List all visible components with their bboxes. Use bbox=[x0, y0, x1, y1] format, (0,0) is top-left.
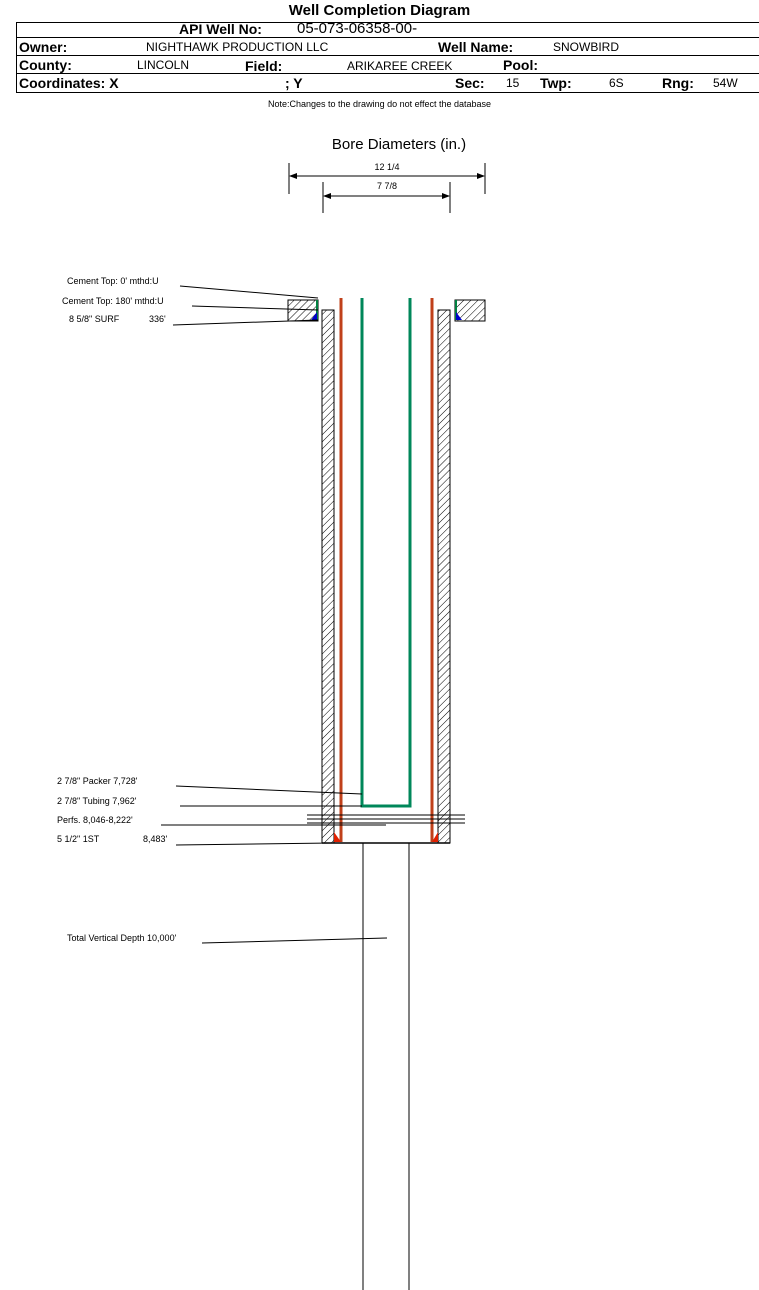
leader-production-casing bbox=[175, 842, 333, 846]
pool-label: Pool: bbox=[503, 57, 538, 73]
tubing-string bbox=[360, 298, 412, 808]
y-label: ; Y bbox=[285, 75, 303, 91]
surface-cement-fill-left bbox=[311, 312, 317, 320]
sec-value: 15 bbox=[506, 76, 520, 90]
owner-label: Owner: bbox=[19, 39, 68, 55]
leader-total-depth bbox=[201, 937, 388, 944]
api-value: 05-073-06358-00- bbox=[297, 20, 418, 37]
surface-cement-fill-right bbox=[456, 312, 462, 320]
leader-cement-top-0 bbox=[179, 285, 319, 299]
production-cement-fill-left bbox=[334, 832, 341, 842]
perforations-label: Perfs. 8,046-8,222' bbox=[57, 815, 133, 825]
bore-title: Bore Diameters (in.) bbox=[332, 136, 466, 153]
total-depth-label: Total Vertical Depth 10,000' bbox=[67, 933, 177, 943]
bore-inner-value: 7 7/8 bbox=[377, 181, 397, 191]
bore-outer-arrow-left bbox=[289, 173, 297, 179]
field-value: ARIKAREE CREEK bbox=[347, 59, 453, 73]
bore-inner-arrow-right bbox=[442, 193, 450, 199]
county-label: County: bbox=[19, 57, 72, 73]
header-row-owner: Owner: NIGHTHAWK PRODUCTION LLC Well Nam… bbox=[16, 37, 759, 56]
tubing-label: 2 7/8" Tubing 7,962' bbox=[57, 796, 137, 806]
field-label: Field: bbox=[245, 58, 283, 74]
leader-packer bbox=[175, 785, 363, 795]
leader-surface-casing bbox=[172, 319, 319, 326]
surface-casing-label: 8 5/8" SURF bbox=[69, 314, 120, 324]
bore-outer-value: 12 1/4 bbox=[374, 162, 399, 172]
well-name-value: SNOWBIRD bbox=[553, 40, 619, 54]
cement-sheath-left bbox=[321, 309, 335, 844]
well-name-label: Well Name: bbox=[438, 39, 514, 55]
twp-value: 6S bbox=[609, 76, 624, 90]
header-row-coordinates: Coordinates: X ; Y Sec: 15 Twp: 6S Rng: … bbox=[16, 73, 759, 93]
packer-label: 2 7/8" Packer 7,728' bbox=[57, 776, 138, 786]
leader-cement-top-180 bbox=[191, 305, 319, 311]
database-note: Note:Changes to the drawing do not effec… bbox=[268, 99, 491, 109]
diagram-title: Well Completion Diagram bbox=[288, 2, 471, 19]
surface-casing-depth: 336' bbox=[149, 314, 166, 324]
header-row-county: County: LINCOLN Field: ARIKAREE CREEK Po… bbox=[16, 55, 759, 74]
rng-value: 54W bbox=[713, 76, 738, 90]
header-row-api: API Well No: 05-073-06358-00- bbox=[16, 20, 759, 38]
bore-outer-arrow-right bbox=[477, 173, 485, 179]
cement-top-0-label: Cement Top: 0' mthd:U bbox=[67, 276, 159, 286]
twp-label: Twp: bbox=[540, 75, 572, 91]
county-value: LINCOLN bbox=[137, 58, 190, 72]
sec-label: Sec: bbox=[455, 75, 485, 91]
rng-label: Rng: bbox=[662, 75, 694, 91]
owner-value: NIGHTHAWK PRODUCTION LLC bbox=[146, 40, 329, 54]
coordinates-label: Coordinates: X bbox=[19, 75, 119, 91]
bore-inner-arrow-left bbox=[323, 193, 331, 199]
production-casing-depth: 8,483' bbox=[143, 834, 168, 844]
cement-top-180-label: Cement Top: 180' mthd:U bbox=[62, 296, 164, 306]
production-casing-label: 5 1/2" 1ST bbox=[57, 834, 100, 844]
api-label: API Well No: bbox=[179, 21, 262, 37]
cement-sheath-right bbox=[437, 309, 451, 844]
production-cement-fill-right bbox=[432, 832, 438, 842]
